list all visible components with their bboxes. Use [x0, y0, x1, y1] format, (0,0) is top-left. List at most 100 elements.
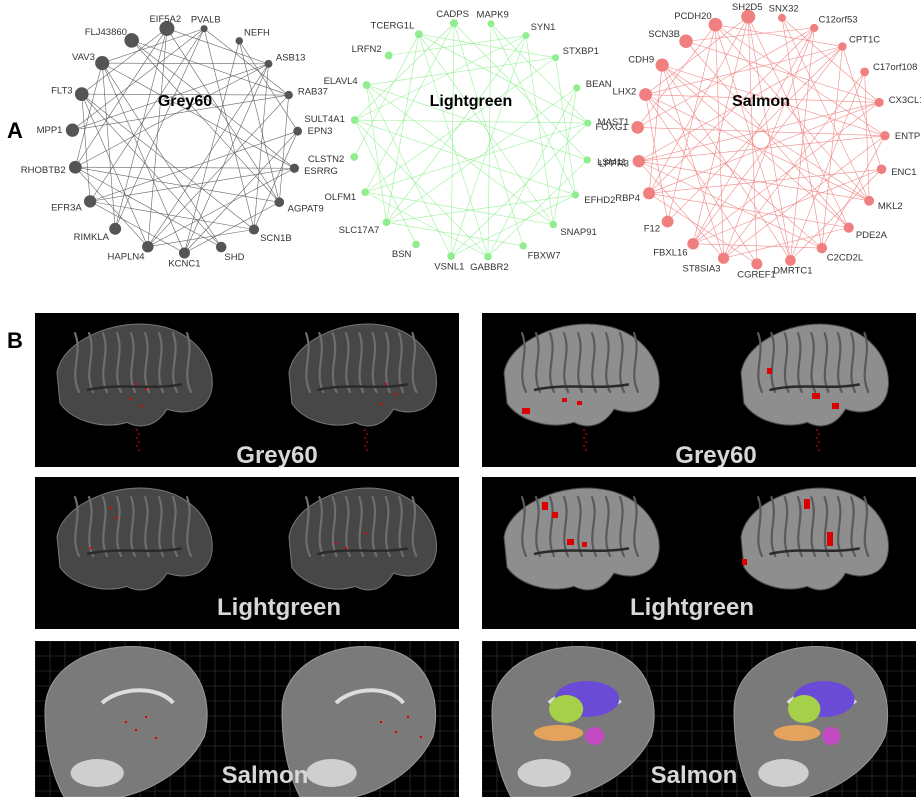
salmon-edge — [692, 46, 843, 244]
lightgreen-edge — [453, 23, 588, 161]
salmon-edge — [662, 64, 886, 136]
salmon-node — [785, 255, 796, 266]
salmon-node-label: C17orf108 — [873, 62, 917, 73]
panel-letter-b: B — [7, 328, 23, 353]
salmon-edge — [715, 24, 870, 201]
expression-marker — [816, 437, 818, 439]
salmon-edge — [638, 160, 724, 259]
salmon-node-label: PDE2A — [856, 230, 888, 241]
grey60-edge — [184, 63, 269, 254]
salmon-node-label: SH2D5 — [732, 2, 763, 13]
salmon-node — [777, 13, 786, 22]
salmon-edge — [645, 94, 668, 222]
grey60-node-label: FLT3 — [51, 86, 72, 97]
expression-marker — [583, 445, 585, 447]
grey60-node-label: SCN1B — [260, 233, 292, 244]
grey60-node-label: ASB13 — [276, 53, 306, 64]
hippocampus-region — [822, 727, 841, 745]
grey60-node — [248, 224, 260, 235]
lightgreen-node — [361, 188, 370, 197]
grey60-node — [124, 33, 139, 48]
expression-marker — [832, 403, 839, 409]
salmon-node — [717, 252, 730, 264]
lightgreen-edge — [366, 84, 554, 225]
expression-marker — [407, 716, 409, 718]
brain-panel-salmon-subcortical: Salmon — [482, 641, 916, 797]
lightgreen-node — [414, 30, 423, 39]
expression-marker — [585, 449, 587, 451]
salmon-node-label: CPT1C — [849, 34, 880, 45]
expression-marker — [145, 388, 147, 390]
salmon-edge — [715, 24, 791, 261]
cortex-surface — [740, 323, 889, 427]
salmon-node-label: ST8SIA3 — [683, 263, 721, 274]
grey60-node — [264, 59, 273, 68]
expression-marker — [827, 532, 833, 546]
salmon-edge — [864, 71, 870, 201]
salmon-node-label: FOXG1 — [595, 122, 627, 133]
expression-marker — [135, 383, 137, 385]
grey60-node — [274, 197, 285, 208]
lightgreen-edge — [364, 23, 455, 193]
brain-panel-salmon-sagittal: Salmon — [35, 641, 459, 797]
grey60-edge — [90, 201, 255, 230]
expression-marker — [583, 429, 585, 431]
salmon-node — [816, 242, 828, 254]
lightgreen-node-label: ELAVL4 — [324, 76, 358, 87]
salmon-node — [661, 215, 674, 228]
salmon-edge — [645, 94, 870, 201]
grey60-edge — [81, 93, 222, 248]
grey60-node-label: HAPLN4 — [108, 252, 145, 263]
expression-marker — [155, 737, 157, 739]
grey60-node-label: KCNC1 — [168, 258, 200, 269]
lightgreen-edge — [353, 34, 420, 158]
grey60-edge — [147, 63, 269, 247]
grey60-edge — [90, 130, 298, 202]
grey60-node-label: SHD — [224, 252, 244, 263]
salmon-edge — [723, 27, 815, 259]
panel-letter-a: A — [7, 118, 23, 143]
salmon-network: SNX32C12orf53CPT1CC17orf108CX3CL1ENTPD6E… — [595, 0, 921, 285]
grey60-edge — [81, 93, 255, 230]
expression-marker — [125, 721, 127, 723]
grey60-edge — [75, 166, 280, 203]
grey60-edge — [75, 166, 295, 169]
expression-marker — [364, 437, 366, 439]
expression-marker — [380, 721, 382, 723]
grey60-node — [95, 56, 110, 71]
lightgreen-node — [450, 19, 459, 28]
salmon-edge — [661, 65, 724, 259]
lightgreen-edge — [366, 84, 588, 161]
salmon-edge — [685, 41, 849, 228]
expression-marker — [742, 559, 747, 565]
grey60-edge — [89, 201, 185, 254]
grey60-node — [293, 126, 303, 136]
lightgreen-edge — [450, 35, 527, 257]
lightgreen-node — [384, 51, 393, 60]
lightgreen-edge — [354, 119, 588, 124]
grey60-edge — [147, 94, 289, 247]
expression-marker — [818, 449, 820, 451]
salmon-edge — [693, 243, 822, 249]
lightgreen-edge — [555, 57, 576, 195]
lightgreen-edge — [487, 87, 578, 257]
cerebellum — [758, 759, 809, 787]
expression-marker — [110, 507, 112, 509]
grey60-edge — [81, 28, 168, 95]
salmon-edge — [747, 16, 850, 228]
lightgreen-node-label: TCERG1L — [371, 21, 415, 32]
lightgreen-network-title: Lightgreen — [430, 93, 513, 110]
grey60-edge — [253, 63, 269, 230]
grey60-node-label: NEFH — [244, 28, 270, 39]
salmon-node — [876, 164, 887, 175]
lightgreen-node-label: STXBP1 — [563, 46, 599, 57]
expression-marker — [582, 542, 587, 547]
salmon-edge — [638, 135, 885, 162]
salmon-edge — [637, 127, 885, 136]
lightgreen-edge — [354, 119, 576, 196]
grey60-node — [68, 160, 82, 174]
expression-marker — [552, 512, 558, 518]
grey60-edge — [101, 62, 222, 248]
brain-panel-label: Lightgreen — [630, 594, 754, 621]
lightgreen-edge — [386, 34, 420, 223]
